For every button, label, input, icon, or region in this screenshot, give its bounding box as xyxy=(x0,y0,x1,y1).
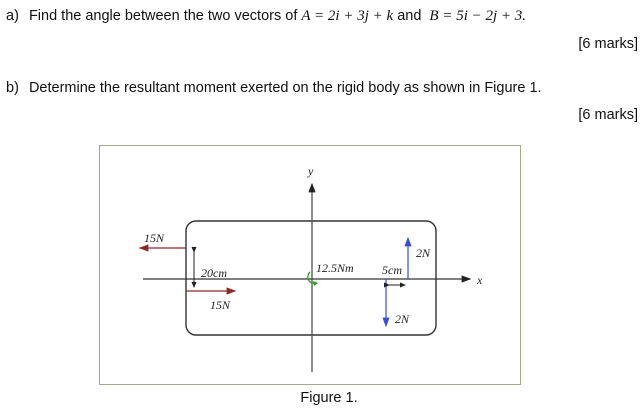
force-15n-left-label: 15N xyxy=(144,231,165,245)
moment-label: 12.5Nm xyxy=(316,261,354,275)
question-b-marks: [6 marks] xyxy=(578,107,638,123)
vector-b: B = 5i − 2j + 3. xyxy=(429,8,527,24)
question-b-text: Determine the resultant moment exerted o… xyxy=(28,80,542,96)
force-2n-down-label: 2N xyxy=(395,312,410,326)
dimension-5cm-label: 5cm xyxy=(382,263,402,277)
question-a: a) Find the angle between the two vector… xyxy=(6,8,526,25)
x-axis-label: x xyxy=(476,273,483,287)
question-b: b) Determine the resultant moment exerte… xyxy=(6,80,542,96)
vector-a: A = 2i + 3j + k xyxy=(301,8,394,24)
question-a-marks: [6 marks] xyxy=(578,36,638,52)
figure-frame: x y 15N 15N 20cm 12.5Nm 2N 2N 5cm xyxy=(99,145,521,385)
question-b-label: b) xyxy=(6,80,19,96)
question-a-label: a) xyxy=(6,8,19,24)
question-a-text: Find the angle between the two vectors o… xyxy=(28,8,298,24)
force-15n-right-label: 15N xyxy=(210,298,231,312)
y-axis-label: y xyxy=(307,164,314,178)
figure-caption: Figure 1. xyxy=(300,390,358,406)
rigid-body-diagram: x y 15N 15N 20cm 12.5Nm 2N 2N 5cm xyxy=(138,164,483,372)
question-a-connector: and xyxy=(397,8,422,24)
rigid-body xyxy=(185,220,437,336)
dimension-20cm-label: 20cm xyxy=(201,266,227,280)
force-2n-up-label: 2N xyxy=(416,246,431,260)
